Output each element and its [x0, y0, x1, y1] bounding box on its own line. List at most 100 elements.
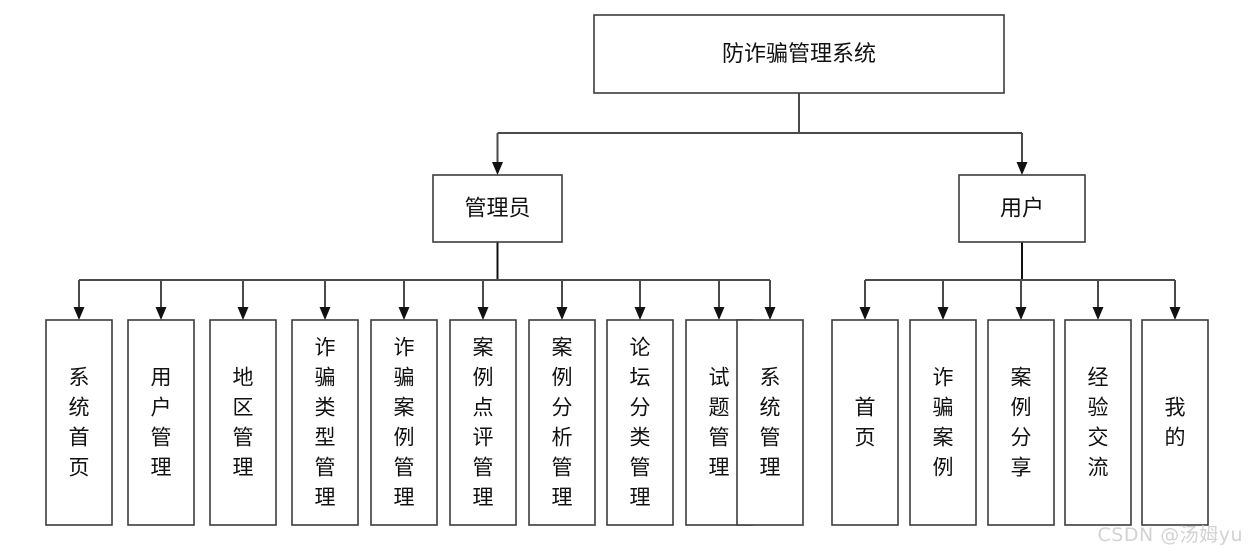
arrow-head-icon — [398, 307, 410, 320]
node-label-char: 分 — [630, 396, 651, 420]
arrow-head-icon — [859, 307, 871, 320]
node-label-char: 例 — [473, 366, 494, 390]
leaf-node-box[interactable] — [831, 319, 899, 526]
node-label-char: 例 — [552, 366, 573, 390]
node-label-char: 页 — [69, 456, 90, 480]
node-layer: 防诈骗管理系统管理员系统首页用户管理地区管理诈骗类型管理诈骗案例管理案例点评管理… — [45, 14, 1209, 526]
node-label-char: 系 — [69, 366, 90, 390]
leaf-node-box[interactable] — [1064, 319, 1132, 526]
leaf-node-box[interactable] — [209, 319, 277, 526]
node-label-char: 类 — [315, 396, 336, 420]
node-label-char: 我 — [1165, 396, 1186, 420]
node-label-char: 题 — [709, 396, 730, 420]
node-label-char: 管 — [233, 426, 254, 450]
leaf-node-box[interactable] — [127, 319, 195, 526]
node-label-char: 管 — [709, 426, 730, 450]
node-label-char: 骗 — [933, 396, 954, 420]
branch-node-box-admin[interactable] — [432, 174, 563, 243]
branch-node-label-admin: 管理员 — [464, 197, 530, 222]
arrow-head-icon — [937, 307, 949, 320]
arrow-head-icon — [764, 307, 776, 320]
node-label-char: 管 — [630, 456, 651, 480]
node-label-char: 管 — [315, 456, 336, 480]
leaf-node-box[interactable] — [606, 319, 674, 526]
root-node-label: 防诈骗管理系统 — [722, 42, 876, 67]
node-label-char: 户 — [151, 396, 172, 420]
node-label-char: 区 — [233, 396, 254, 420]
node-label-char: 用 — [151, 366, 172, 390]
node-label-char: 例 — [933, 456, 954, 480]
node-label-char: 系 — [760, 366, 781, 390]
node-label-char: 享 — [1011, 456, 1032, 480]
node-label-char: 理 — [315, 486, 336, 510]
node-label-char: 管 — [394, 456, 415, 480]
node-label-char: 理 — [709, 456, 730, 480]
node-label-char: 页 — [855, 426, 876, 450]
connector-layer — [73, 93, 1181, 320]
arrow-head-icon — [477, 307, 489, 320]
node-label-char: 理 — [552, 486, 573, 510]
node-label-char: 首 — [855, 396, 876, 420]
leaf-node-box[interactable] — [45, 319, 113, 526]
root-node-box[interactable] — [593, 14, 1005, 94]
node-label-char: 分 — [552, 396, 573, 420]
node-label-char: 流 — [1088, 456, 1109, 480]
leaf-node-box[interactable] — [909, 319, 977, 526]
node-label-char: 案 — [394, 396, 415, 420]
node-label-char: 分 — [1011, 426, 1032, 450]
leaf-node-box[interactable] — [528, 319, 596, 526]
node-label-char: 诈 — [933, 366, 954, 390]
leaf-node-label: 首页 — [855, 396, 876, 450]
node-label-char: 型 — [315, 426, 336, 450]
node-label-char: 骗 — [315, 366, 336, 390]
leaf-node-box[interactable] — [736, 319, 804, 526]
node-label-char: 管 — [151, 426, 172, 450]
leaf-node-box[interactable] — [987, 319, 1055, 526]
node-label-char: 例 — [1011, 396, 1032, 420]
arrow-head-icon — [73, 307, 85, 320]
leaf-node-box[interactable] — [1141, 319, 1209, 526]
node-label-char: 理 — [473, 486, 494, 510]
node-label-char: 理 — [151, 456, 172, 480]
node-label-char: 试 — [709, 366, 730, 390]
node-label-char: 理 — [233, 456, 254, 480]
node-label-char: 经 — [1088, 366, 1109, 390]
arrow-head-icon — [1169, 307, 1181, 320]
node-label-char: 案 — [1011, 366, 1032, 390]
leaf-node-box[interactable] — [449, 319, 517, 526]
node-label-char: 点 — [473, 396, 494, 420]
node-label-char: 管 — [760, 426, 781, 450]
leaf-node-box[interactable] — [370, 319, 438, 526]
node-label-char: 评 — [473, 426, 494, 450]
node-label-char: 理 — [760, 456, 781, 480]
node-label-char: 管 — [552, 456, 573, 480]
node-label-char: 诈 — [394, 336, 415, 360]
arrow-head-icon — [713, 307, 725, 320]
leaf-node-box[interactable] — [291, 319, 359, 526]
arrow-head-icon — [1092, 307, 1104, 320]
arrow-head-icon — [155, 307, 167, 320]
node-label-char: 交 — [1088, 426, 1109, 450]
node-label-char: 案 — [933, 426, 954, 450]
node-label-char: 统 — [69, 396, 90, 420]
branch-node-box-user[interactable] — [958, 174, 1086, 243]
node-label-char: 理 — [630, 486, 651, 510]
node-label-char: 类 — [630, 426, 651, 450]
node-label-char: 析 — [552, 426, 573, 450]
node-label-char: 管 — [473, 456, 494, 480]
node-label-char: 的 — [1165, 426, 1186, 450]
